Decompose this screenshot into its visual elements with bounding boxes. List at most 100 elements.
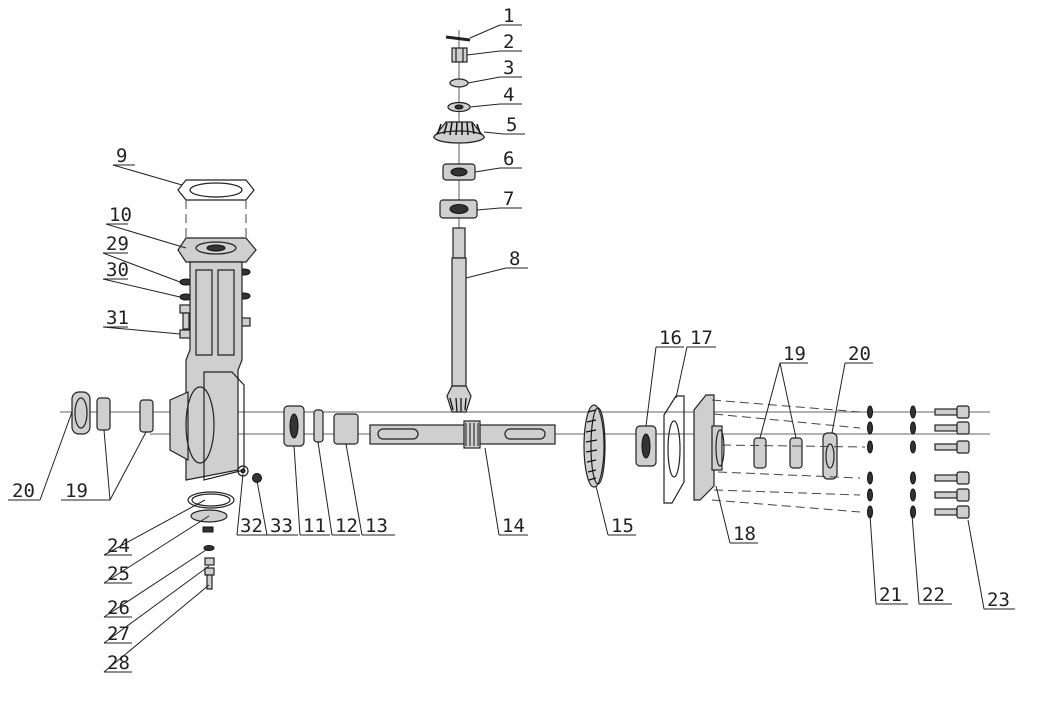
part-number: 10 — [109, 204, 132, 226]
part-number: 19 — [783, 343, 806, 365]
label-part-19-extra-leader — [779, 362, 797, 439]
part-8-vertical-shaft — [446, 227, 472, 413]
part-5-bevel-gear — [432, 121, 486, 144]
label-part-9: 9 — [112, 145, 183, 186]
part-number: 5 — [506, 114, 517, 136]
part-number: 30 — [106, 259, 129, 281]
label-part-3: 3 — [467, 57, 522, 84]
bolt-dash-lines — [711, 399, 866, 513]
part-number: 15 — [611, 515, 634, 537]
bolt-row-2 — [867, 421, 970, 435]
part-1-pin — [445, 35, 471, 42]
part-number: 31 — [106, 307, 129, 329]
part-16-bearing — [635, 425, 657, 467]
right-stack-19-20 — [753, 432, 838, 480]
label-part-19: 19 — [759, 343, 808, 439]
label-part-31: 31 — [102, 307, 181, 335]
part-number: 33 — [270, 515, 293, 537]
label-part-5: 5 — [483, 114, 525, 136]
part-9-gasket — [177, 179, 255, 240]
label-part-30: 30 — [102, 259, 181, 298]
part-number: 20 — [12, 480, 35, 502]
part-number: 23 — [987, 589, 1010, 611]
bolt-row-1 — [867, 405, 970, 419]
part-number: 14 — [502, 515, 525, 537]
part-number: 32 — [240, 515, 263, 537]
label-left-label_20: 20 — [8, 411, 73, 502]
bolt-row-4 — [867, 471, 970, 485]
label-part-24: 24 — [103, 499, 206, 557]
label-part-14: 14 — [484, 447, 528, 537]
label-part-7: 7 — [476, 188, 522, 211]
part-10-cover — [177, 237, 257, 263]
part-number: 29 — [106, 233, 129, 255]
label-part-26: 26 — [103, 547, 210, 619]
part-4-washer — [447, 101, 471, 113]
left-stack-20-19 — [71, 391, 154, 435]
part-2-castle-nut — [451, 47, 468, 63]
part-number: 1 — [503, 5, 514, 27]
bolt-row-5 — [867, 488, 970, 502]
label-part-10: 10 — [105, 204, 187, 249]
part-number: 8 — [509, 248, 520, 270]
parts-24-28-bottom — [187, 491, 235, 590]
label-part-20: 20 — [831, 343, 873, 434]
label-part-21: 21 — [869, 514, 908, 606]
label-part-32: 32 — [236, 473, 268, 537]
part-number: 19 — [65, 480, 88, 502]
part-3-washer — [449, 78, 469, 88]
label-part-2: 2 — [466, 31, 522, 56]
part-15-ring-gear — [583, 404, 606, 488]
part-number: 20 — [848, 343, 871, 365]
part-number: 6 — [503, 148, 514, 170]
label-left-label_19: 19 — [61, 429, 111, 502]
part-number: 22 — [922, 584, 945, 606]
part-number: 2 — [503, 31, 514, 53]
parts-11-13 — [283, 405, 359, 447]
label-part-29: 29 — [102, 233, 181, 283]
part-18-flange — [693, 394, 725, 501]
label-part-17: 17 — [675, 327, 716, 399]
part-number: 11 — [303, 515, 326, 537]
part-14-horizontal-shaft — [369, 420, 556, 449]
label-part-28: 28 — [103, 584, 210, 674]
label-part-12: 12 — [317, 441, 360, 537]
part-6-bearing — [442, 163, 476, 181]
part-number: 24 — [107, 535, 130, 557]
label-part-16: 16 — [645, 327, 684, 427]
bolt-rows-21-23 — [867, 405, 970, 519]
gearbox-housing — [169, 261, 245, 481]
part-number: 21 — [879, 584, 902, 606]
label-part-33: 33 — [256, 480, 298, 537]
part-number: 28 — [107, 652, 130, 674]
label-part-8: 8 — [465, 248, 528, 279]
part-number: 13 — [365, 515, 388, 537]
label-part-18: 18 — [715, 485, 758, 545]
part-number: 16 — [659, 327, 682, 349]
label-part-15: 15 — [595, 485, 636, 537]
bolt-row-3 — [867, 440, 970, 454]
label-part-22: 22 — [911, 514, 952, 606]
label-part-6: 6 — [474, 148, 522, 173]
part-number: 12 — [335, 515, 358, 537]
label-part-25: 25 — [103, 515, 210, 585]
label-part-4: 4 — [469, 84, 522, 108]
part-number: 17 — [690, 327, 713, 349]
part-number: 4 — [503, 84, 514, 106]
part-7-bearing — [439, 199, 478, 219]
bolt-row-6 — [867, 505, 970, 519]
label-part-27: 27 — [103, 565, 210, 645]
part-number: 7 — [503, 188, 514, 210]
label-part-1: 1 — [469, 5, 522, 39]
label-part-23: 23 — [967, 519, 1015, 611]
parts-32-33 — [237, 465, 262, 483]
label-part-13: 13 — [345, 443, 395, 537]
part-number: 9 — [116, 145, 127, 167]
label-left-19-second-leader — [109, 431, 147, 501]
part-number: 18 — [733, 523, 756, 545]
label-part-11: 11 — [293, 445, 330, 537]
part-number: 3 — [503, 57, 514, 79]
